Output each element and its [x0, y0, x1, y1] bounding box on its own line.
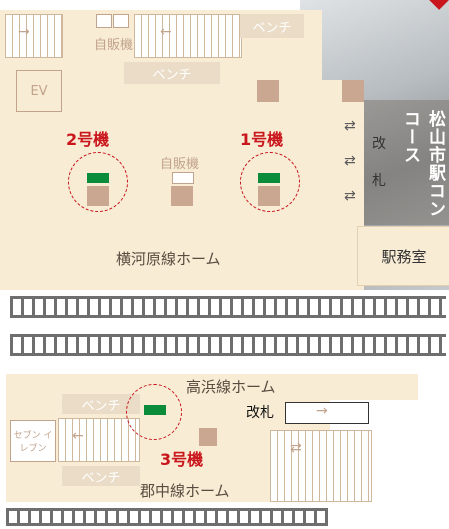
gate-label-lower: 改札 — [246, 405, 274, 421]
machine-3-label: 3号機 — [160, 450, 204, 469]
railway-track-bottom — [6, 508, 328, 526]
railway-track — [10, 296, 446, 318]
stairs-lower-left — [58, 418, 140, 462]
gate-arrow-icon: ⇄ — [344, 153, 356, 169]
bench-top-middle: ベンチ — [124, 62, 220, 84]
concourse-area — [364, 100, 449, 225]
railway-track — [10, 334, 446, 356]
vending-machine-icon — [172, 172, 194, 184]
machine-1-highlight — [240, 152, 300, 212]
bench-lower-bottom: ベンチ — [62, 466, 140, 486]
ticket-machine-1[interactable] — [258, 173, 280, 183]
bench-lower-top: ベンチ — [62, 394, 140, 414]
pillar — [199, 428, 217, 446]
ticket-machine-3[interactable] — [144, 405, 166, 415]
gunchu-platform-label: 郡中線ホーム — [140, 482, 230, 500]
stairs-arrow-left-icon: ← — [160, 24, 172, 40]
vending-label-middle: 自販機 — [160, 157, 200, 172]
machine-1-label: 1号機 — [240, 130, 284, 149]
vending-machine-icon — [96, 14, 112, 28]
machine-2-label: 2号機 — [66, 130, 110, 149]
pillar — [258, 186, 280, 206]
stairs-lower-right — [270, 430, 372, 502]
gate-label-bottom: 札 — [372, 173, 386, 189]
machine-3-highlight — [126, 384, 182, 440]
stairs-arrow-right-icon: ⇄ — [290, 440, 302, 456]
stairs-arrow-left-icon: ← — [72, 428, 84, 444]
gate-right-arrow-icon: → — [316, 403, 328, 419]
machine-2-highlight — [68, 152, 128, 212]
yokogawara-platform-label: 横河原線ホーム — [116, 250, 221, 268]
ticket-machine-2[interactable] — [87, 173, 109, 183]
station-office: 駅務室 — [357, 226, 449, 286]
elevator: EV — [16, 70, 62, 112]
gate-arrow-icon: ⇄ — [344, 118, 356, 134]
gate-box — [285, 402, 369, 424]
stairs-arrow-right-icon: → — [18, 24, 30, 40]
pillar — [342, 80, 364, 102]
gate-arrow-icon: ⇄ — [344, 188, 356, 204]
vending-machine-icon — [113, 14, 129, 28]
takahama-platform-label: 高浜線ホーム — [186, 378, 276, 396]
bench-top-right: ベンチ — [240, 14, 304, 38]
pillar — [257, 80, 279, 102]
concourse-label: 松山市駅コンコース — [400, 110, 445, 218]
pillar — [87, 186, 109, 206]
seven-eleven-store: セブン イレブン — [10, 420, 56, 462]
pillar — [171, 186, 193, 206]
stairs-top-left — [5, 14, 63, 58]
stairs-top-middle — [134, 14, 242, 58]
vending-label-top: 自販機 — [94, 38, 134, 53]
gate-label-top: 改 — [372, 136, 386, 152]
